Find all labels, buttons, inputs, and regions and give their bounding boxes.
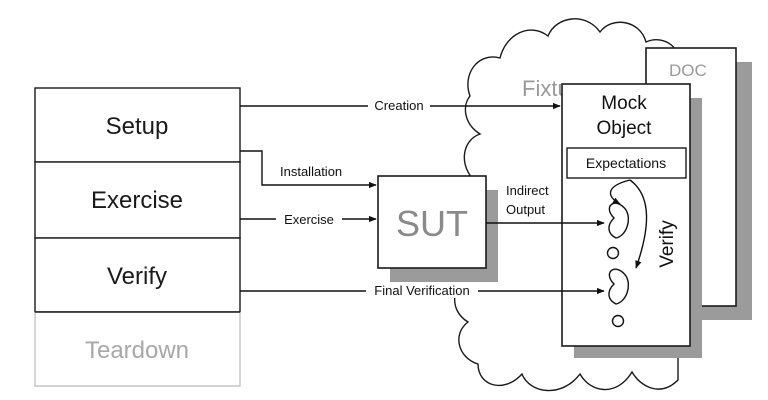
teardown-label: Teardown [85,337,189,364]
verification-pin-upper-dot [606,246,620,260]
sut-box [377,175,487,269]
exercise-box [34,161,241,239]
exercise-label: Exercise [91,187,183,214]
verification-pin-upper [608,202,630,239]
verify-label: Verify [107,263,167,290]
indirect-output-label-line1: Indirect [506,183,549,198]
verification-pin-lower-dot [611,314,625,328]
setup-box [34,87,241,163]
creation-label: Creation [374,98,423,113]
verification-pin-lower [608,268,630,305]
installation-label: Installation [280,164,342,179]
installation-arrow [240,150,377,189]
teardown-box [34,312,241,387]
expectation-curve-arrow [629,179,648,269]
mock-object-title-line2: Object [597,118,653,139]
exercise-arrow-label: Exercise [284,212,334,227]
expectation-curve-arrow-upper [609,179,631,205]
final-verification-label: Final Verification [374,283,469,298]
mock-object-title-line1: Mock [601,93,647,114]
expectations-label: Expectations [586,155,666,171]
expectations-box [566,147,687,179]
setup-label: Setup [106,113,169,140]
indirect-output-label-line2: Output [506,202,545,217]
doc-label: DOC [669,61,707,80]
mock-verify-label: Verify [657,220,678,268]
sut-label: SUT [396,203,468,244]
